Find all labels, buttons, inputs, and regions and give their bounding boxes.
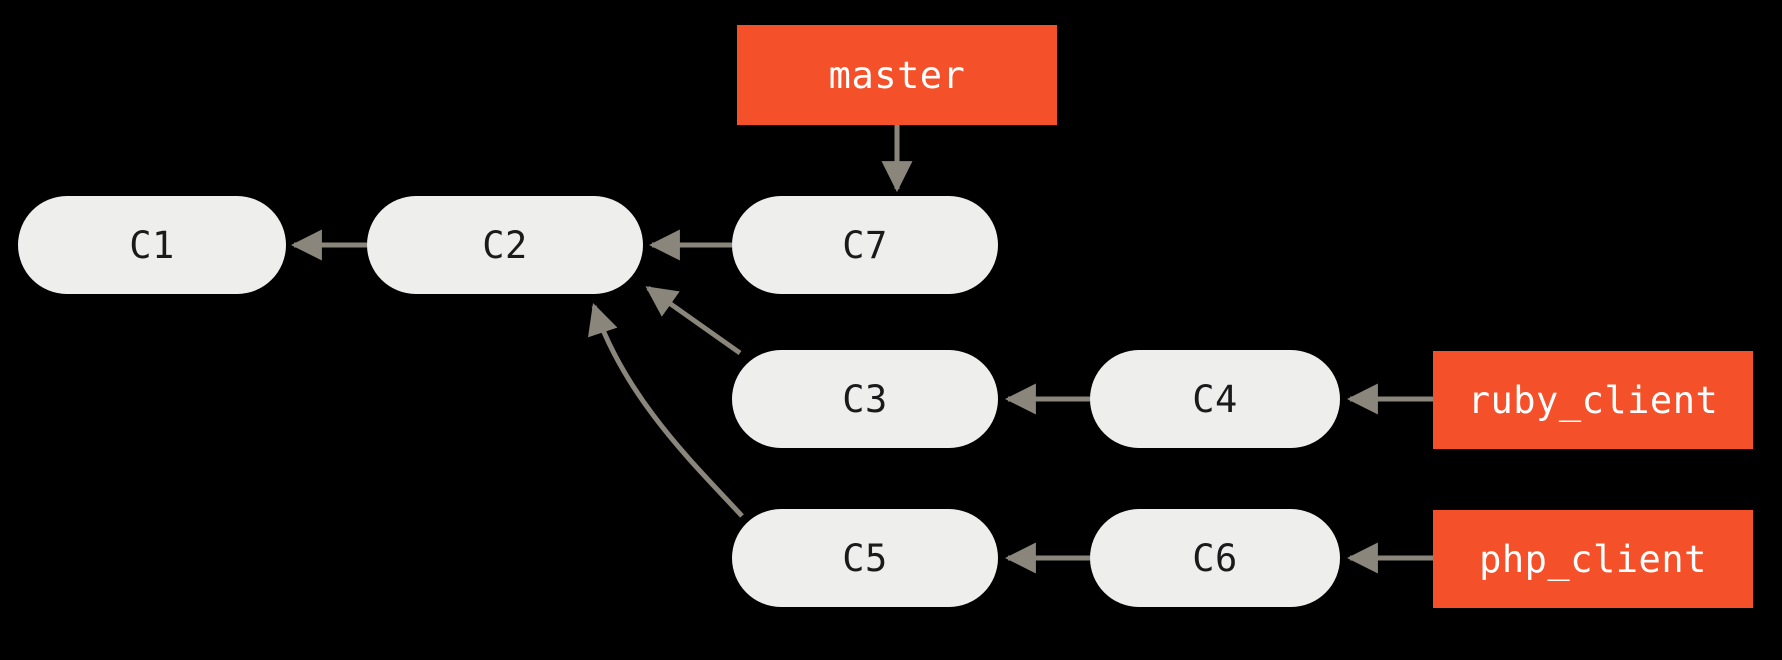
commit-node-c4[interactable]: C4 bbox=[1090, 350, 1340, 448]
edge-c5-to-c5-curve bbox=[588, 303, 744, 518]
commit-node-c6[interactable]: C6 bbox=[1090, 509, 1340, 607]
commit-label: C1 bbox=[129, 223, 175, 267]
commit-node-c7[interactable]: C7 bbox=[732, 196, 998, 294]
branch-label-ruby-client[interactable]: ruby_client bbox=[1433, 351, 1753, 449]
commit-node-c1[interactable]: C1 bbox=[18, 196, 286, 294]
branch-label-master[interactable]: master bbox=[737, 25, 1057, 125]
commit-label: C2 bbox=[482, 223, 528, 267]
commit-node-c5[interactable]: C5 bbox=[732, 509, 998, 607]
commit-label: C7 bbox=[842, 223, 888, 267]
commit-label: C4 bbox=[1192, 377, 1238, 421]
commit-label: C3 bbox=[842, 377, 888, 421]
edge-c3-to-c2 bbox=[645, 285, 742, 356]
commit-node-c2[interactable]: C2 bbox=[367, 196, 643, 294]
branch-label-text: ruby_client bbox=[1467, 378, 1719, 422]
commit-node-c3[interactable]: C3 bbox=[732, 350, 998, 448]
commit-label: C5 bbox=[842, 536, 888, 580]
branch-label-php-client[interactable]: php_client bbox=[1433, 510, 1753, 608]
branch-label-text: php_client bbox=[1479, 537, 1707, 581]
commit-label: C6 bbox=[1192, 536, 1238, 580]
branch-label-text: master bbox=[828, 53, 966, 97]
